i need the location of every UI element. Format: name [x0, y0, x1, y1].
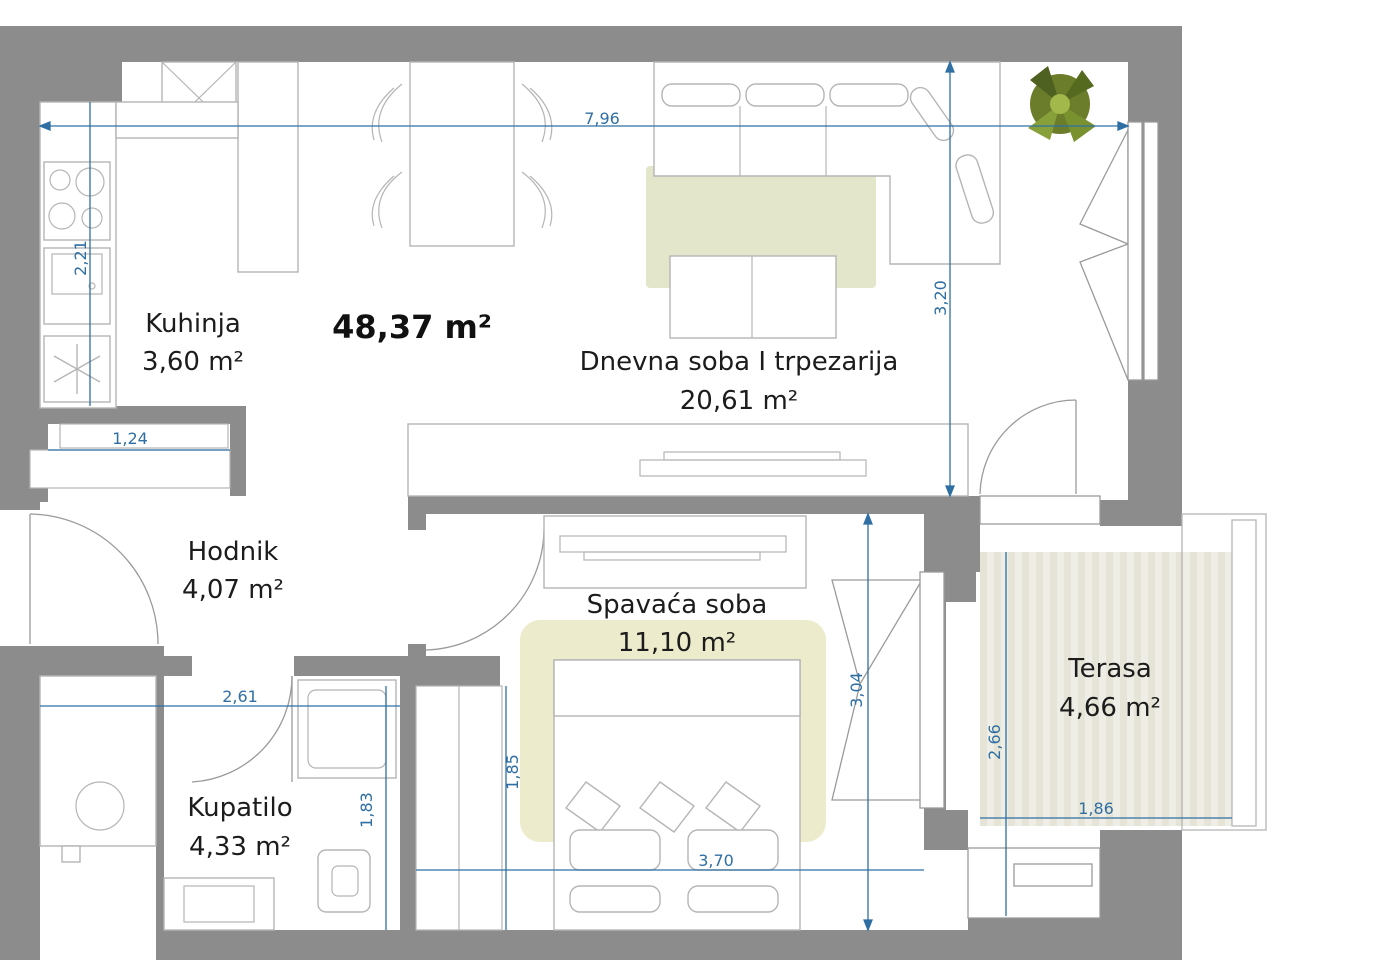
stove-icon	[43, 161, 111, 241]
windows	[919, 121, 1159, 919]
dim-hall-width: 1,24	[112, 429, 148, 448]
room-spavaca-area: 11,10 m²	[618, 628, 736, 658]
dim-bath-width: 2,61	[222, 687, 258, 706]
dim-bedroom-height: 3,04	[847, 672, 866, 708]
dim-bedroom-width: 3,70	[698, 851, 734, 870]
shower-icon	[297, 679, 397, 779]
dim-kitchen-height: 2,21	[71, 240, 90, 276]
tv-unit-living	[407, 423, 969, 497]
room-spavaca-name: Spavaća soba	[587, 590, 768, 620]
dim-living-height: 3,20	[931, 280, 950, 316]
tv-unit-bedroom	[543, 515, 807, 589]
toilet-icon	[317, 849, 371, 913]
room-dnevna-name: Dnevna soba I trpezarija	[580, 347, 899, 377]
snowflake-icon	[43, 335, 111, 403]
hall-rack	[29, 423, 231, 489]
sink-icon	[43, 247, 111, 325]
plant-icon	[1028, 66, 1096, 142]
dim-terrace-width: 1,86	[1078, 799, 1114, 818]
coffee-table	[669, 255, 837, 339]
sofa	[653, 61, 1001, 265]
room-terasa-area: 4,66 m²	[1059, 693, 1161, 723]
washbasin	[163, 877, 275, 931]
wardrobe	[415, 685, 503, 931]
bed-icon	[553, 659, 801, 931]
dim-living-width: 7,96	[584, 109, 620, 128]
room-kuhinja-name: Kuhinja	[145, 309, 241, 339]
dim-bath-height: 1,83	[357, 792, 376, 828]
room-dnevna-area: 20,61 m²	[680, 386, 798, 416]
room-kupatilo-area: 4,33 m²	[189, 832, 291, 862]
terrace-floor	[980, 513, 1267, 831]
room-kupatilo-name: Kupatilo	[187, 793, 292, 823]
washing-machine-icon	[39, 675, 157, 863]
total-area: 48,37 m²	[332, 308, 492, 346]
dining-table	[371, 61, 553, 247]
room-hodnik-area: 4,07 m²	[182, 575, 284, 605]
dim-terrace-height: 2,66	[985, 724, 1004, 760]
dimension-lines	[38, 60, 1232, 932]
room-terasa-name: Terasa	[1067, 654, 1152, 684]
room-hodnik-name: Hodnik	[188, 537, 279, 567]
room-kuhinja-area: 3,60 m²	[142, 347, 244, 377]
dim-bedroom-wardrobe: 1,85	[503, 754, 522, 790]
